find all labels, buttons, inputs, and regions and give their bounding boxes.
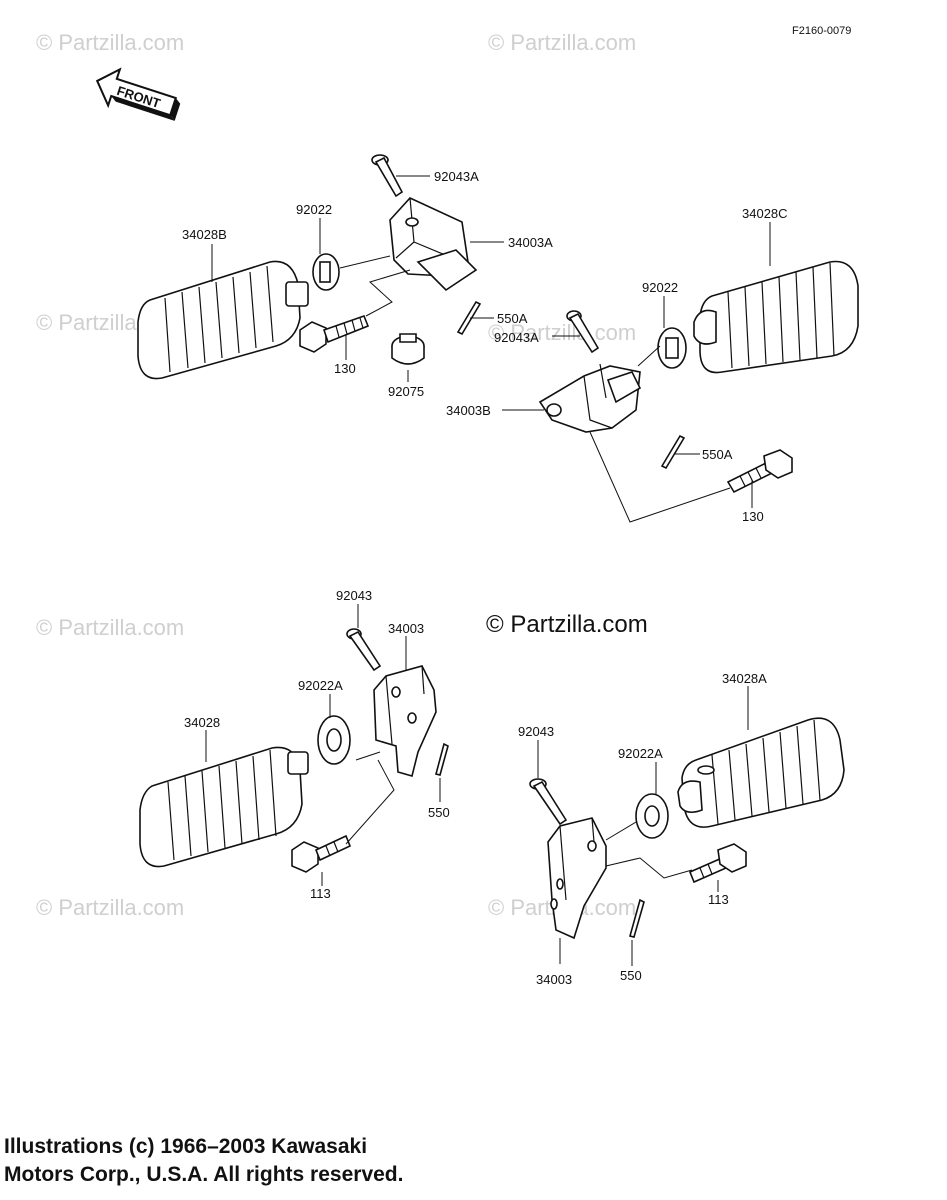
pin-92043-left xyxy=(346,628,382,672)
cotter-pin-550-left xyxy=(435,742,449,776)
callout-34028B: 34028B xyxy=(182,227,227,242)
stopper-92075 xyxy=(391,333,425,365)
footpeg-34028 xyxy=(139,746,309,868)
cotter-pin-550A-right xyxy=(660,434,686,470)
callout-92043-right: 92043 xyxy=(518,724,554,739)
callout-92043A-mid: 92043A xyxy=(494,330,539,345)
washer-92022-right xyxy=(657,327,687,369)
washer-92022-left xyxy=(312,253,340,291)
bracket-34003A xyxy=(389,197,478,292)
footpeg-34028A xyxy=(677,717,845,828)
bolt-130-right xyxy=(726,449,793,494)
bolt-113-right xyxy=(688,843,747,884)
callout-34003-left: 34003 xyxy=(388,621,424,636)
callout-130-left: 130 xyxy=(334,361,356,376)
callout-34028: 34028 xyxy=(184,715,220,730)
watermark: © Partzilla.com xyxy=(488,30,636,55)
watermark: © Partzilla.com xyxy=(36,615,184,640)
pin-92043A-mid xyxy=(566,310,600,354)
washer-92022A-left xyxy=(317,715,351,765)
callout-92043A-top: 92043A xyxy=(434,169,479,184)
callout-92043-left: 92043 xyxy=(336,588,372,603)
callout-92022-left: 92022 xyxy=(296,202,332,217)
washer-92022A-right xyxy=(635,793,669,839)
callout-550A-right: 550A xyxy=(702,447,733,462)
front-arrow-icon: FRONT xyxy=(95,67,181,121)
callout-550-right: 550 xyxy=(620,968,642,983)
pin-92043-right xyxy=(529,778,568,826)
bracket-34003-left xyxy=(373,665,437,777)
callout-550-left: 550 xyxy=(428,805,450,820)
bracket-34003-right xyxy=(547,817,607,940)
callout-labels: 92043A 92022 34028B 34003A 34028C 92022 … xyxy=(182,169,788,987)
watermark: © Partzilla.com xyxy=(488,320,636,345)
copyright-notice: Illustrations (c) 1966–2003 Kawasaki Mot… xyxy=(4,1133,704,1189)
callout-34028C: 34028C xyxy=(742,206,788,221)
footpeg-34028B xyxy=(137,260,309,380)
callout-92075: 92075 xyxy=(388,384,424,399)
footpeg-34028C xyxy=(693,260,859,374)
callout-550A-top: 550A xyxy=(497,311,528,326)
copyright-line-2: Motors Corp., U.S.A. All rights reserved… xyxy=(4,1163,404,1186)
watermark: © Partzilla.com xyxy=(36,30,184,55)
bolt-130-left xyxy=(299,314,370,353)
cotter-pin-550A-top xyxy=(456,300,482,336)
callout-92022-right: 92022 xyxy=(642,280,678,295)
callout-34003B: 34003B xyxy=(446,403,491,418)
leader-lines xyxy=(205,175,771,966)
main-watermark: © Partzilla.com xyxy=(486,611,648,638)
callout-34003A: 34003A xyxy=(508,235,553,250)
callout-130-right: 130 xyxy=(742,509,764,524)
cotter-pin-550-right xyxy=(629,898,645,938)
callout-34003-right: 34003 xyxy=(536,972,572,987)
bracket-34003B xyxy=(538,363,642,433)
pin-92043A-top xyxy=(371,154,404,198)
callout-92022A-left: 92022A xyxy=(298,678,343,693)
watermarks: © Partzilla.com © Partzilla.com © Partzi… xyxy=(36,30,648,920)
callout-113-left: 113 xyxy=(310,886,331,901)
copyright-line-1: Illustrations (c) 1966–2003 Kawasaki xyxy=(4,1135,368,1158)
diagram-code: F2160-0079 xyxy=(792,25,851,37)
bolt-113-left xyxy=(291,834,352,873)
callout-92022A-right: 92022A xyxy=(618,746,663,761)
callout-113-right: 113 xyxy=(708,892,729,907)
watermark: © Partzilla.com xyxy=(36,895,184,920)
callout-34028A: 34028A xyxy=(722,671,767,686)
